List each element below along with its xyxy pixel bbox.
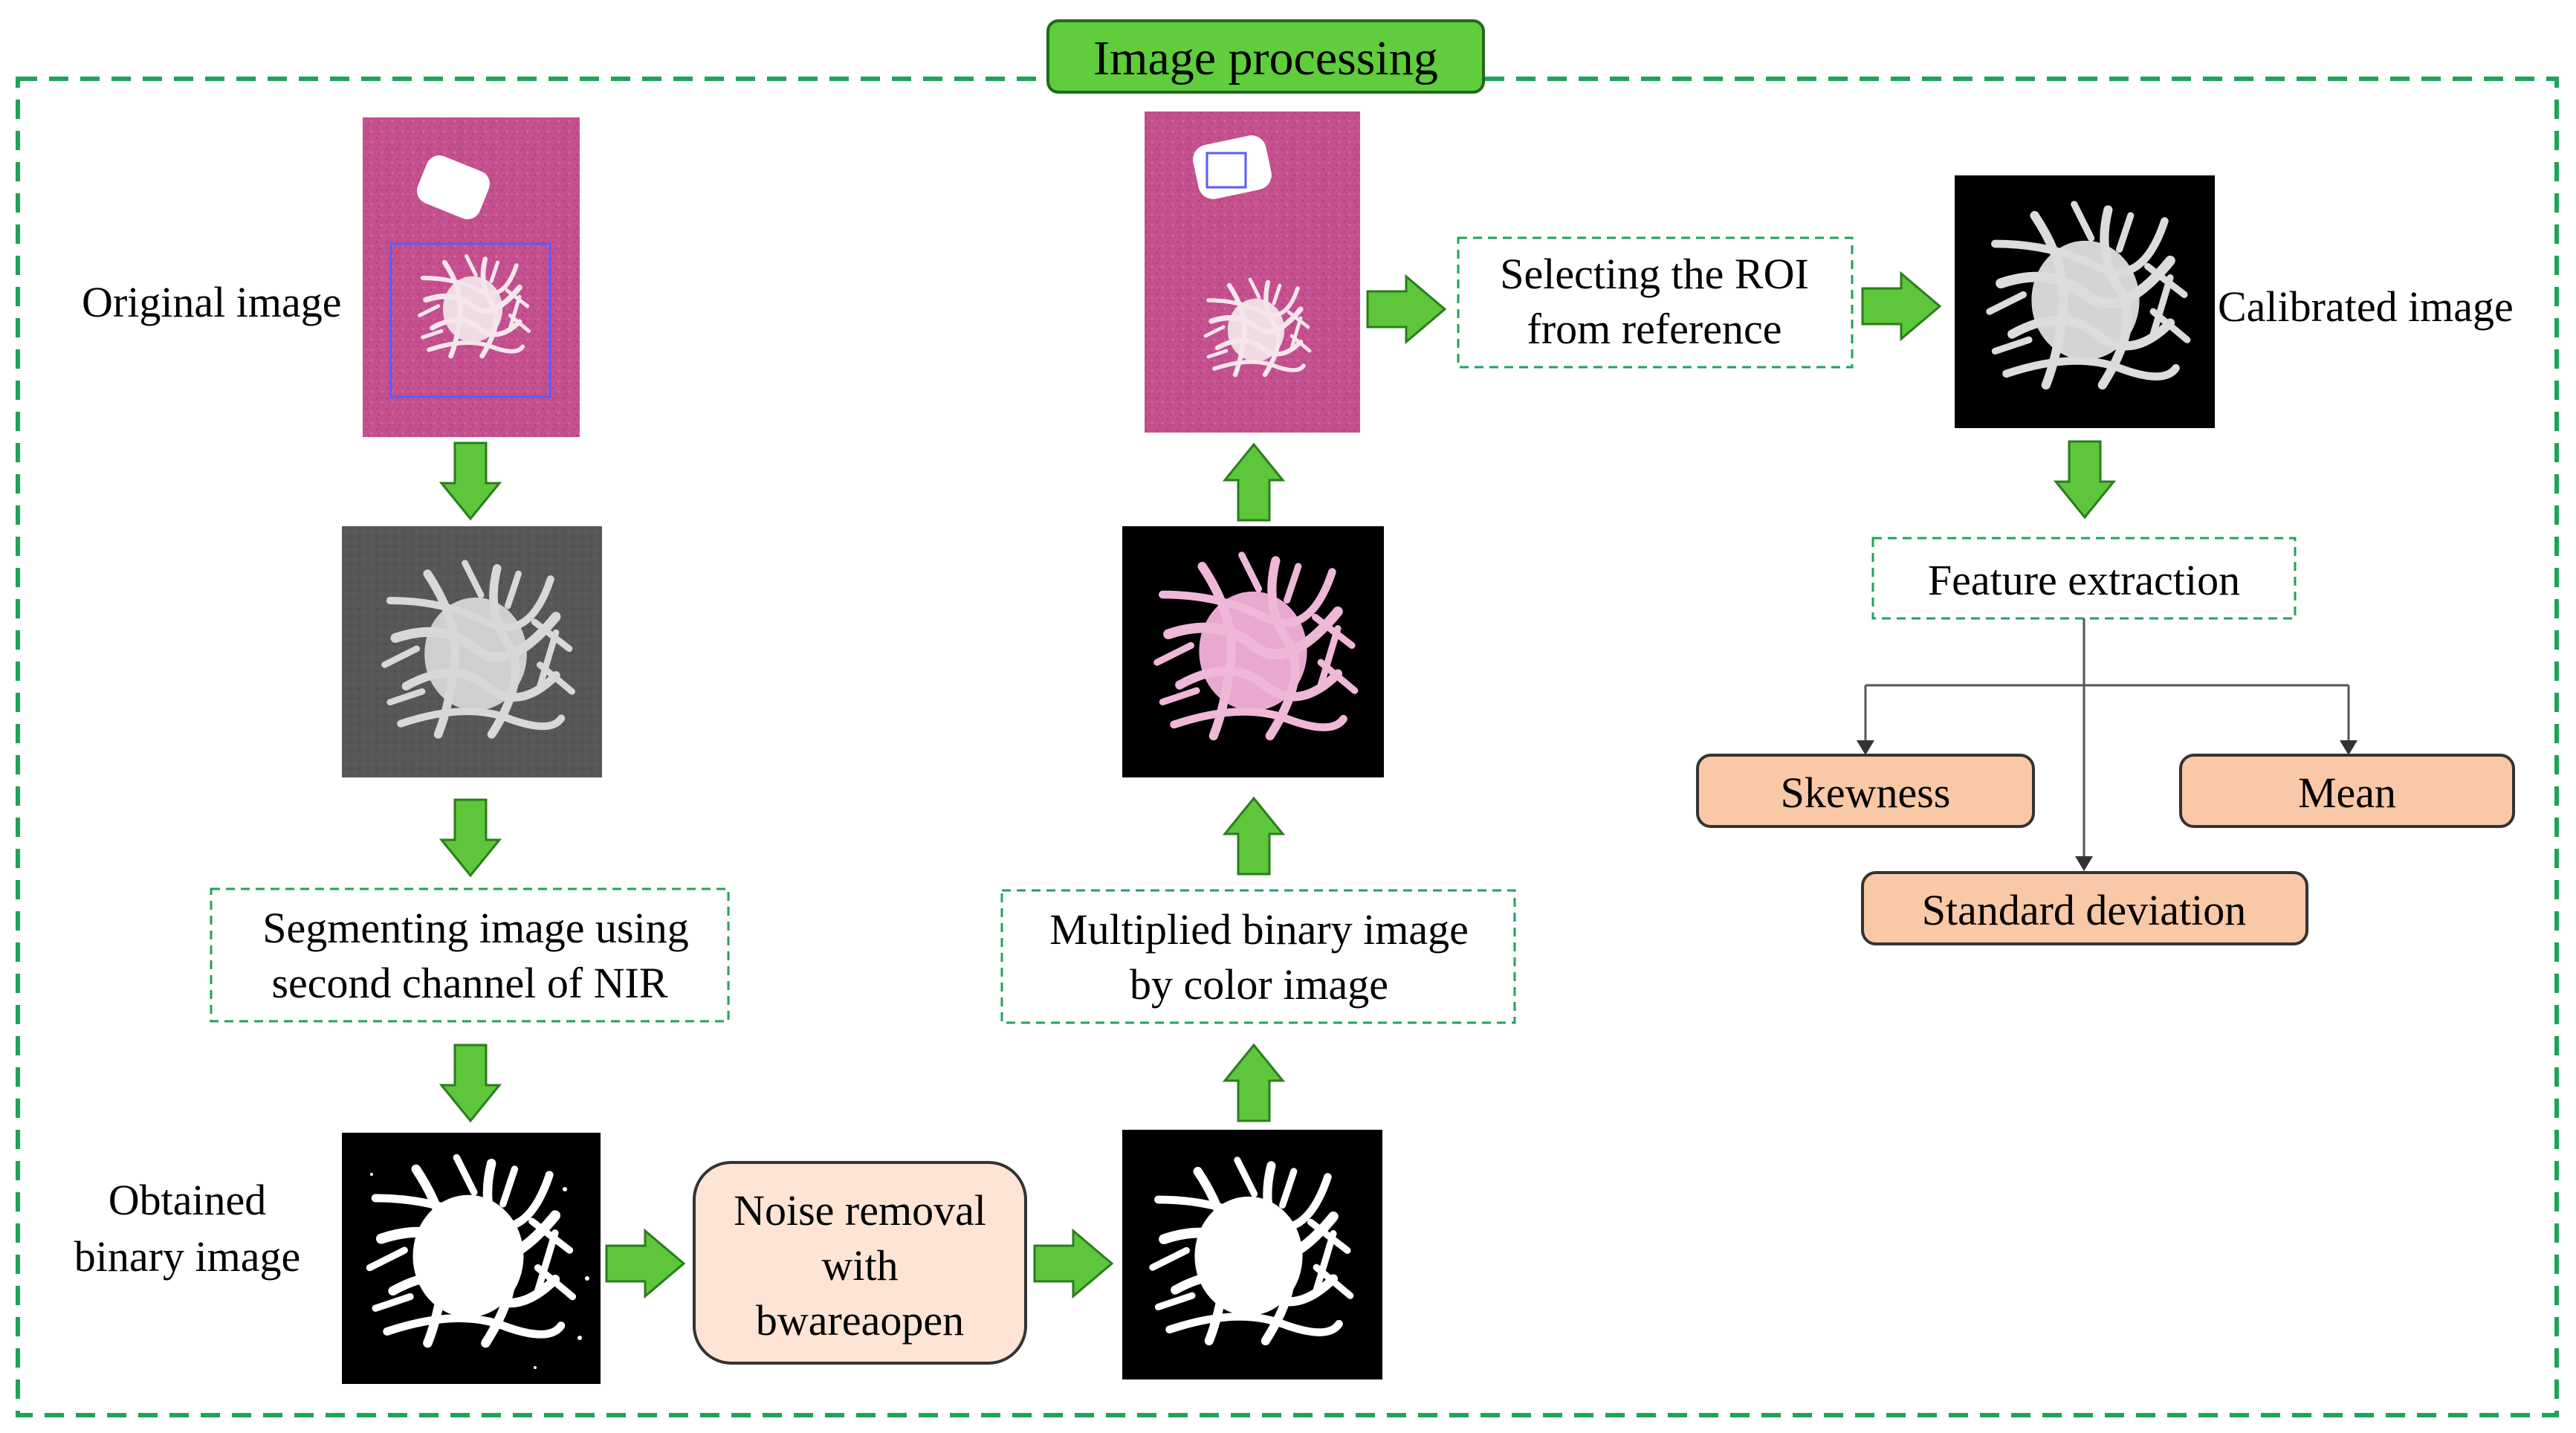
- skewness-box: [1696, 754, 2035, 828]
- arrow-down-3: [438, 1044, 502, 1123]
- noise-removal-line1: Noise removal: [734, 1186, 986, 1235]
- original-image-label: Original image: [82, 278, 342, 326]
- arrowhead-skewness: [1857, 740, 1874, 755]
- arrowhead-std: [2075, 856, 2093, 871]
- roi-step-line1: Selecting the ROI: [1500, 250, 1809, 298]
- arrow-down-1: [438, 441, 502, 521]
- arrow-down-2: [438, 798, 502, 878]
- arrow-right-2: [1033, 1228, 1114, 1299]
- original-image-photo: [363, 117, 580, 437]
- multiplied-step-box: [1000, 889, 1516, 1024]
- roi-step-box: [1457, 236, 1854, 369]
- arrow-right-3: [1366, 274, 1447, 345]
- reference-color-photo: [1145, 111, 1360, 433]
- mean-box: [2179, 754, 2515, 828]
- arrow-up-1: [1222, 1043, 1286, 1122]
- arrowhead-mean: [2340, 740, 2357, 755]
- multiplied-step-line1: Multiplied binary image: [1049, 905, 1469, 954]
- segmenting-step-box: [210, 887, 730, 1023]
- skewness-label: Skewness: [1781, 769, 1951, 817]
- page-title: Image processing: [1093, 31, 1438, 85]
- noise-removal-line3: bwareaopen: [756, 1296, 964, 1345]
- roi-step-line2: from reference: [1527, 305, 1782, 353]
- noise-removal-line2: with: [821, 1241, 898, 1290]
- mean-label: Mean: [2298, 769, 2396, 817]
- arrow-right-4: [1861, 271, 1942, 342]
- multiplied-step-line2: by color image: [1130, 960, 1388, 1009]
- feature-connectors: [1864, 618, 2350, 859]
- arrow-up-2: [1222, 796, 1286, 876]
- color-masked-photo: [1122, 526, 1384, 777]
- obtained-binary-label-line1: Obtained: [109, 1176, 267, 1224]
- feature-extraction-box: [1871, 537, 2297, 620]
- feature-extraction-label: Feature extraction: [1928, 556, 2240, 604]
- arrow-down-4: [2053, 440, 2117, 520]
- nir-grayscale-photo: [342, 526, 602, 777]
- obtained-binary-photo: [342, 1133, 601, 1384]
- cleaned-binary-photo: [1122, 1130, 1382, 1379]
- segmenting-step-line1: Segmenting image using: [262, 904, 689, 952]
- title-box: [1046, 19, 1485, 94]
- arrow-up-3: [1222, 442, 1286, 522]
- calibrated-photo: [1955, 175, 2215, 428]
- std-box: [1861, 871, 2308, 945]
- std-label: Standard deviation: [1922, 886, 2247, 934]
- segmenting-step-line2: second channel of NIR: [271, 959, 667, 1007]
- arrow-right-1: [605, 1228, 686, 1299]
- noise-removal-box: [693, 1161, 1027, 1365]
- calibrated-image-label: Calibrated image: [2218, 282, 2514, 331]
- obtained-binary-label-line2: binary image: [74, 1232, 300, 1281]
